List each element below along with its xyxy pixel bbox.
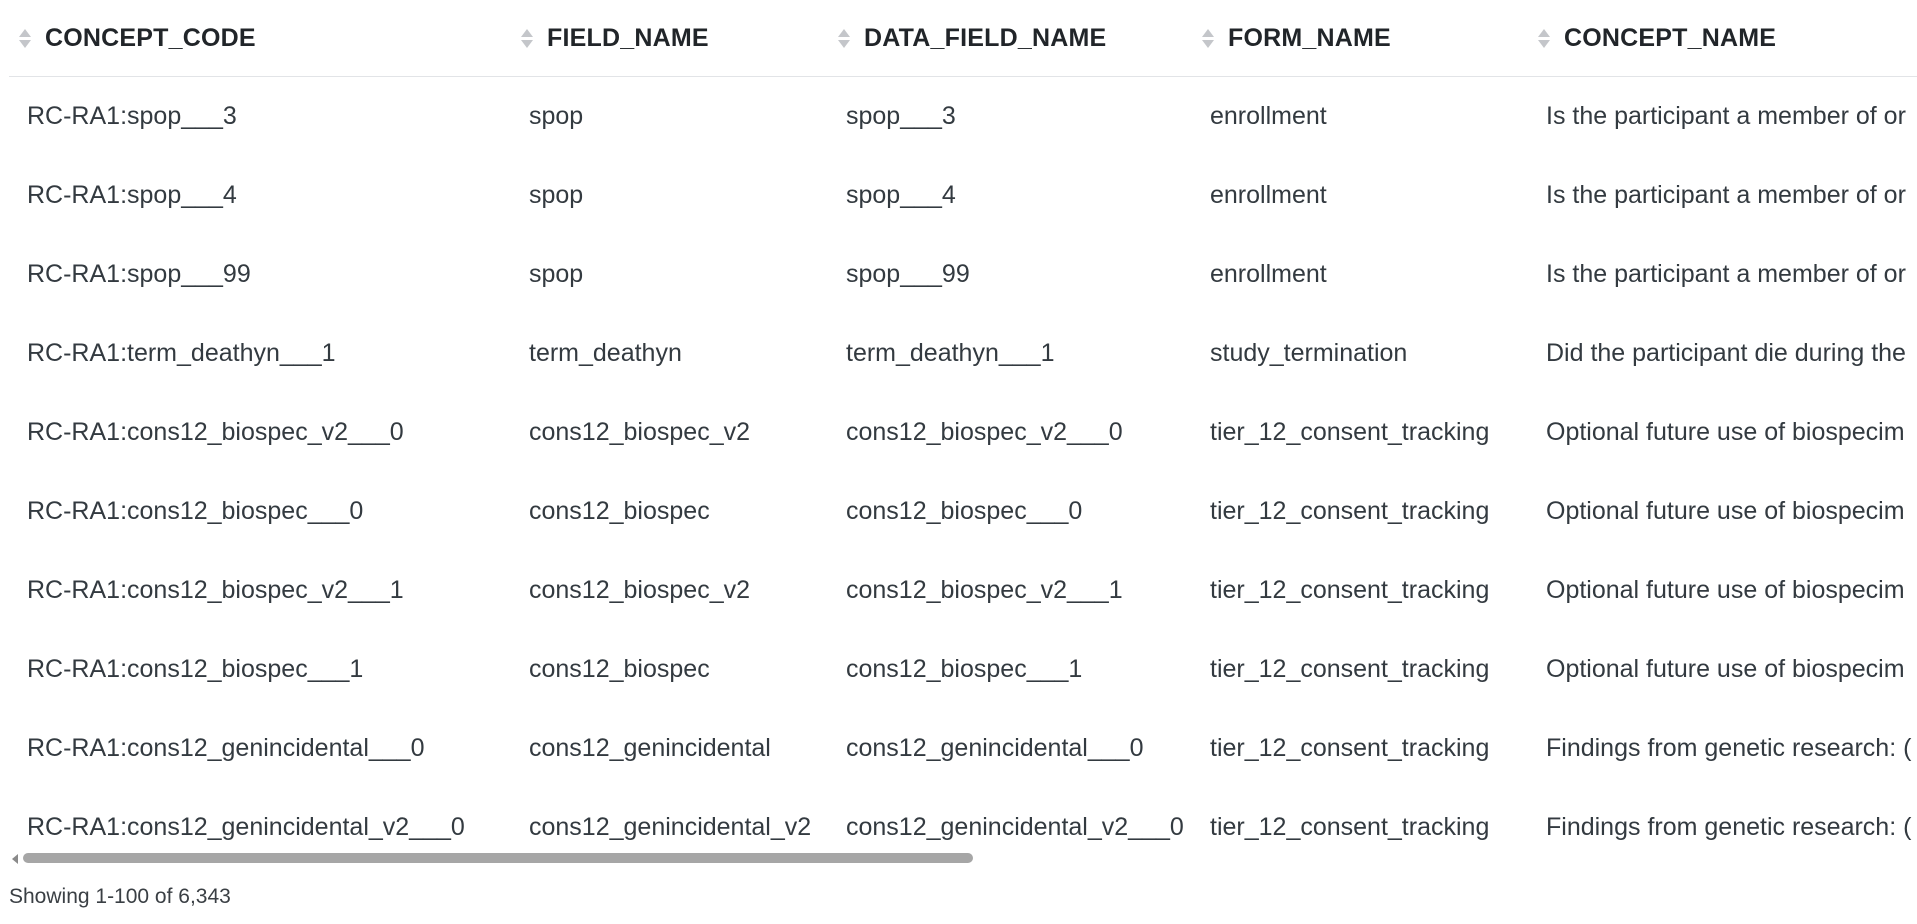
- cell-data-field-name: cons12_genincidental_v2___0: [846, 813, 1184, 841]
- column-header-field-name[interactable]: FIELD_NAME: [521, 0, 709, 76]
- sort-arrows-icon[interactable]: [1202, 28, 1216, 48]
- sort-arrows-icon[interactable]: [19, 28, 33, 48]
- table-row[interactable]: RC-RA1:term_deathyn___1 term_deathyn ter…: [9, 314, 1917, 393]
- pagination-summary: Showing 1-100 of 6,343: [9, 885, 231, 908]
- table-body: RC-RA1:spop___3 spop spop___3 enrollment…: [9, 77, 1917, 860]
- cell-data-field-name: term_deathyn___1: [846, 339, 1055, 367]
- table-row[interactable]: RC-RA1:spop___4 spop spop___4 enrollment…: [9, 156, 1917, 235]
- cell-form-name: tier_12_consent_tracking: [1210, 576, 1490, 604]
- cell-concept-code: RC-RA1:term_deathyn___1: [27, 339, 336, 367]
- table-row[interactable]: RC-RA1:cons12_genincidental_v2___0 cons1…: [9, 788, 1917, 860]
- cell-concept-code: RC-RA1:cons12_biospec_v2___1: [27, 576, 404, 604]
- cell-field-name: spop: [529, 102, 584, 130]
- table-row[interactable]: RC-RA1:spop___3 spop spop___3 enrollment…: [9, 77, 1917, 156]
- cell-form-name: tier_12_consent_tracking: [1210, 497, 1490, 525]
- cell-field-name: cons12_genincidental_v2: [529, 813, 812, 841]
- table-row[interactable]: RC-RA1:cons12_biospec_v2___0 cons12_bios…: [9, 393, 1917, 472]
- table-row[interactable]: RC-RA1:cons12_biospec___0 cons12_biospec…: [9, 472, 1917, 551]
- cell-concept-name: Is the participant a member of or: [1546, 181, 1906, 209]
- cell-form-name: study_termination: [1210, 339, 1408, 367]
- cell-data-field-name: spop___99: [846, 260, 970, 288]
- horizontal-scrollbar-thumb[interactable]: [23, 853, 973, 863]
- cell-data-field-name: cons12_biospec___1: [846, 655, 1083, 683]
- cell-form-name: tier_12_consent_tracking: [1210, 734, 1490, 762]
- cell-data-field-name: cons12_biospec___0: [846, 497, 1083, 525]
- cell-concept-code: RC-RA1:spop___3: [27, 102, 237, 130]
- column-header-data-field-name[interactable]: DATA_FIELD_NAME: [838, 0, 1106, 76]
- cell-concept-code: RC-RA1:cons12_biospec_v2___0: [27, 418, 404, 446]
- cell-form-name: tier_12_consent_tracking: [1210, 813, 1490, 841]
- cell-concept-name: Optional future use of biospecim: [1546, 497, 1905, 525]
- cell-form-name: enrollment: [1210, 181, 1327, 209]
- column-header-concept-name[interactable]: CONCEPT_NAME: [1538, 0, 1776, 76]
- table-row[interactable]: RC-RA1:spop___99 spop spop___99 enrollme…: [9, 235, 1917, 314]
- cell-concept-code: RC-RA1:spop___4: [27, 181, 237, 209]
- cell-concept-code: RC-RA1:spop___99: [27, 260, 251, 288]
- cell-concept-name: Is the participant a member of or: [1546, 260, 1906, 288]
- data-grid: CONCEPT_CODE FIELD_NAME DATA_FIELD_NAME …: [9, 0, 1917, 860]
- cell-form-name: enrollment: [1210, 260, 1327, 288]
- horizontal-scrollbar[interactable]: [9, 850, 1917, 866]
- column-header-concept-code[interactable]: CONCEPT_CODE: [19, 0, 256, 76]
- sort-arrows-icon[interactable]: [838, 28, 852, 48]
- cell-data-field-name: spop___4: [846, 181, 956, 209]
- cell-field-name: cons12_biospec: [529, 497, 710, 525]
- cell-data-field-name: cons12_biospec_v2___1: [846, 576, 1123, 604]
- column-header-label: FIELD_NAME: [547, 23, 709, 52]
- cell-concept-name: Findings from genetic research: (: [1546, 813, 1912, 841]
- cell-field-name: spop: [529, 181, 584, 209]
- cell-field-name: spop: [529, 260, 584, 288]
- cell-concept-name: Findings from genetic research: (: [1546, 734, 1912, 762]
- sort-arrows-icon[interactable]: [521, 28, 535, 48]
- cell-form-name: tier_12_consent_tracking: [1210, 418, 1490, 446]
- table-row[interactable]: RC-RA1:cons12_genincidental___0 cons12_g…: [9, 709, 1917, 788]
- cell-data-field-name: cons12_biospec_v2___0: [846, 418, 1123, 446]
- cell-concept-name: Optional future use of biospecim: [1546, 655, 1905, 683]
- cell-data-field-name: cons12_genincidental___0: [846, 734, 1144, 762]
- cell-form-name: enrollment: [1210, 102, 1327, 130]
- cell-field-name: cons12_biospec_v2: [529, 418, 750, 446]
- table-row[interactable]: RC-RA1:cons12_biospec_v2___1 cons12_bios…: [9, 551, 1917, 630]
- column-header-label: FORM_NAME: [1228, 23, 1391, 52]
- cell-concept-code: RC-RA1:cons12_biospec___0: [27, 497, 364, 525]
- cell-concept-name: Is the participant a member of or: [1546, 102, 1906, 130]
- cell-concept-code: RC-RA1:cons12_genincidental___0: [27, 734, 425, 762]
- cell-field-name: cons12_biospec_v2: [529, 576, 750, 604]
- table-header-row: CONCEPT_CODE FIELD_NAME DATA_FIELD_NAME …: [9, 0, 1917, 77]
- table-row[interactable]: RC-RA1:cons12_biospec___1 cons12_biospec…: [9, 630, 1917, 709]
- sort-arrows-icon[interactable]: [1538, 28, 1552, 48]
- column-header-label: DATA_FIELD_NAME: [864, 23, 1107, 52]
- cell-concept-name: Optional future use of biospecim: [1546, 418, 1905, 446]
- cell-form-name: tier_12_consent_tracking: [1210, 655, 1490, 683]
- column-header-label: CONCEPT_CODE: [45, 23, 256, 52]
- cell-data-field-name: spop___3: [846, 102, 956, 130]
- cell-concept-name: Did the participant die during the: [1546, 339, 1906, 367]
- cell-field-name: term_deathyn: [529, 339, 682, 367]
- column-header-label: CONCEPT_NAME: [1564, 23, 1777, 52]
- cell-field-name: cons12_biospec: [529, 655, 710, 683]
- cell-field-name: cons12_genincidental: [529, 734, 771, 762]
- scroll-left-arrow-icon[interactable]: [12, 854, 18, 864]
- cell-concept-code: RC-RA1:cons12_biospec___1: [27, 655, 364, 683]
- column-header-form-name[interactable]: FORM_NAME: [1202, 0, 1391, 76]
- cell-concept-code: RC-RA1:cons12_genincidental_v2___0: [27, 813, 465, 841]
- cell-concept-name: Optional future use of biospecim: [1546, 576, 1905, 604]
